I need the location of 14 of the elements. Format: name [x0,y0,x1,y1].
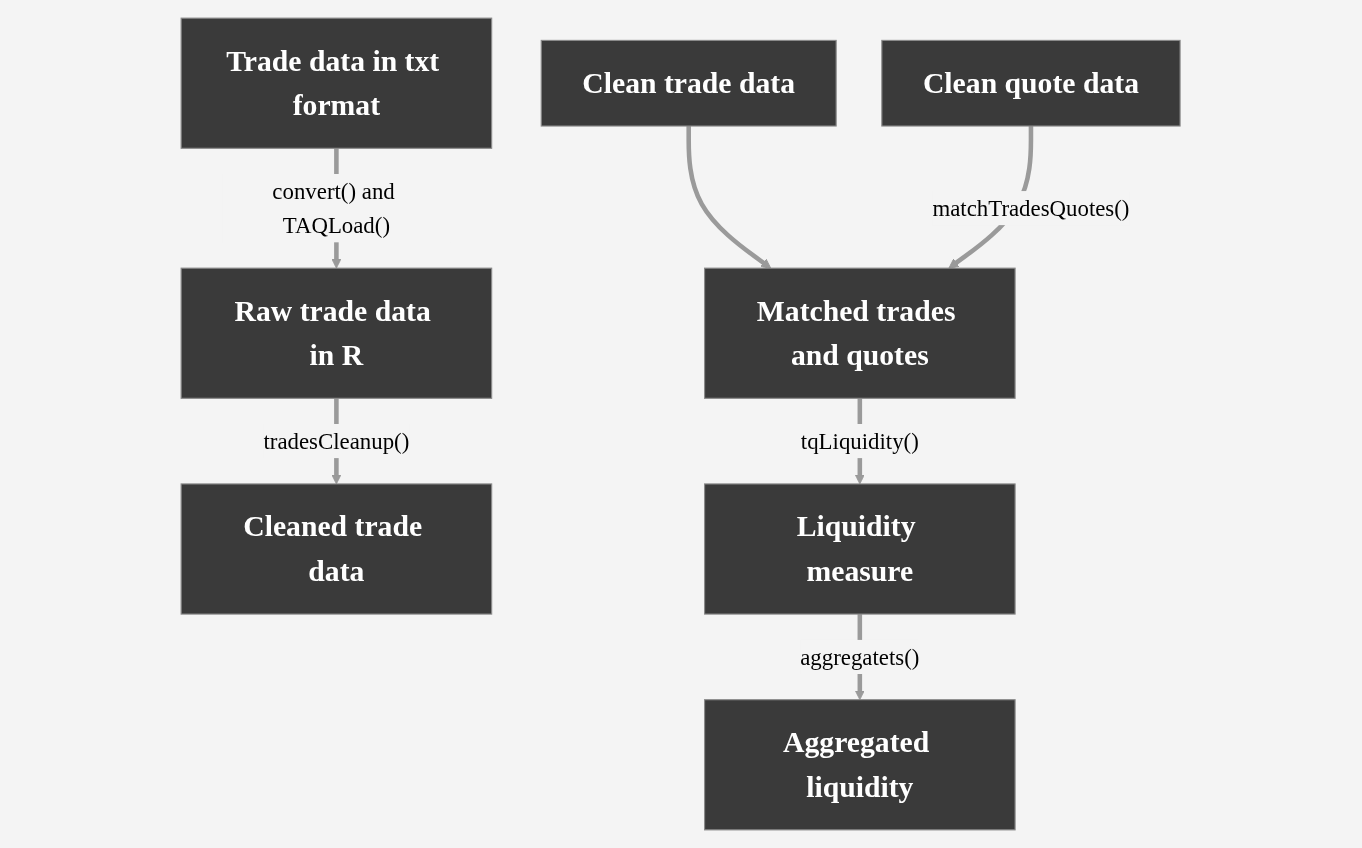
node-box: Cleaned trade data [180,483,493,615]
edge-label: tradesCleanup() [263,428,410,454]
node-box: Clean trade data [541,39,838,127]
node-box: Matched trades and quotes [704,267,1017,399]
node-box: Aggregated liquidity [704,699,1017,831]
edge-label: aggregatets() [800,644,920,670]
node-box: Clean quote data [881,39,1182,127]
edge-label: convert() and TAQLoad() [272,178,396,238]
node-box: Trade data in txt format [180,17,493,149]
node-box: Raw trade data in R [180,267,493,399]
node-box: Liquidity measure [704,483,1017,615]
arrow [686,126,772,269]
edge-label: matchTradesQuotes() [932,195,1130,221]
edge-label: tqLiquidity() [801,428,920,454]
